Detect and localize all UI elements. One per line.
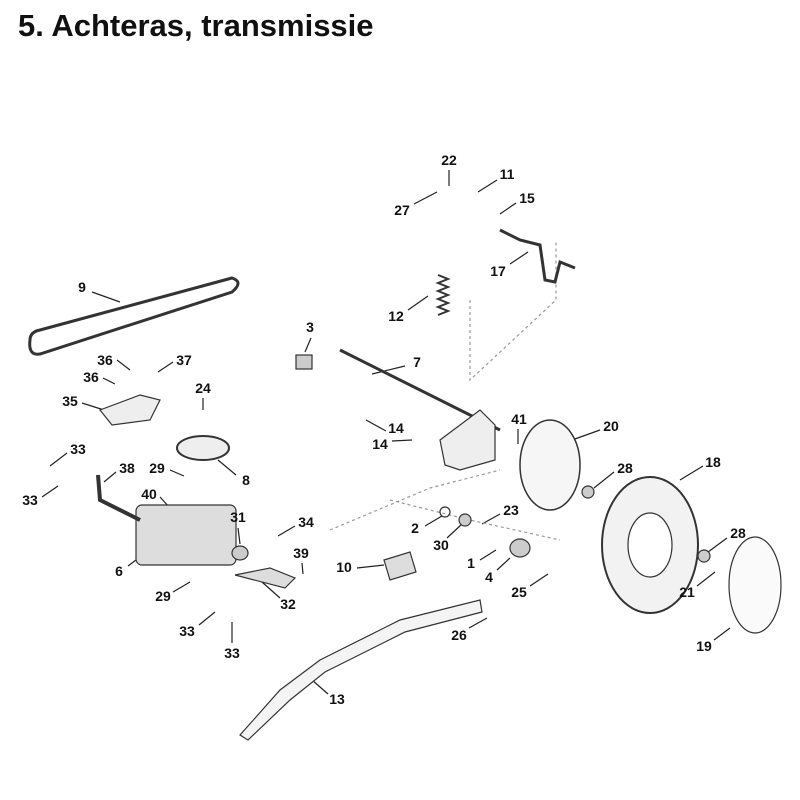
callout-label: 18 bbox=[705, 454, 721, 470]
hub-cap bbox=[728, 536, 782, 634]
callout-label: 34 bbox=[298, 514, 314, 530]
wheel-disc bbox=[519, 419, 581, 511]
callout-label: 33 bbox=[70, 441, 86, 457]
callout-label: 35 bbox=[62, 393, 78, 409]
callout-label: 24 bbox=[195, 380, 211, 396]
callout-label: 12 bbox=[388, 308, 404, 324]
cover-10 bbox=[383, 551, 417, 581]
callout-label: 40 bbox=[141, 486, 157, 502]
assembly-dashed-lines bbox=[329, 240, 561, 541]
callout-label: 36 bbox=[83, 369, 99, 385]
callout-label: 14 bbox=[372, 436, 388, 452]
axle-bracket bbox=[439, 409, 496, 471]
callout-label: 21 bbox=[679, 584, 695, 600]
callout-label: 15 bbox=[519, 190, 535, 206]
callout-label: 14 bbox=[388, 420, 404, 436]
callout-label: 28 bbox=[617, 460, 633, 476]
callout-label: 33 bbox=[224, 645, 240, 661]
callout-label: 41 bbox=[511, 411, 527, 427]
wheel-hub bbox=[627, 512, 673, 578]
leader-lines bbox=[41, 170, 731, 695]
bearing-28b bbox=[697, 549, 711, 563]
callout-label: 4 bbox=[485, 569, 493, 585]
callout-label: 9 bbox=[78, 279, 86, 295]
bearing-31 bbox=[231, 545, 249, 561]
bearing-4 bbox=[509, 538, 531, 558]
callout-label: 30 bbox=[433, 537, 449, 553]
bearing-3 bbox=[295, 354, 313, 370]
callout-label: 11 bbox=[499, 166, 515, 182]
callout-label: 19 bbox=[696, 638, 712, 654]
callout-label: 1 bbox=[467, 555, 475, 571]
callout-label: 32 bbox=[280, 596, 296, 612]
callout-label: 28 bbox=[730, 525, 746, 541]
washer-2 bbox=[439, 506, 451, 518]
callout-label: 26 bbox=[451, 627, 467, 643]
callout-label: 23 bbox=[503, 502, 519, 518]
washer-30 bbox=[458, 513, 472, 527]
callout-label: 27 bbox=[394, 202, 410, 218]
callout-label: 20 bbox=[603, 418, 619, 434]
gearbox bbox=[135, 504, 237, 566]
page-title: 5. Achteras, transmissie bbox=[18, 8, 374, 43]
shift-lever bbox=[96, 474, 141, 522]
callout-label: 3 bbox=[306, 319, 314, 335]
callout-label: 10 bbox=[336, 559, 352, 575]
callout-label: 38 bbox=[119, 460, 135, 476]
drive-handle bbox=[239, 599, 483, 741]
callout-label: 22 bbox=[441, 152, 457, 168]
callout-label: 8 bbox=[242, 472, 250, 488]
callout-label: 7 bbox=[413, 354, 421, 370]
callout-label: 13 bbox=[329, 691, 345, 707]
callout-label: 33 bbox=[22, 492, 38, 508]
callout-label: 29 bbox=[155, 588, 171, 604]
control-rod bbox=[499, 228, 576, 284]
callout-label: 6 bbox=[115, 563, 123, 579]
callout-label: 31 bbox=[230, 509, 246, 525]
callout-label: 36 bbox=[97, 352, 113, 368]
spring bbox=[435, 274, 451, 316]
callout-label: 33 bbox=[179, 623, 195, 639]
callout-label: 29 bbox=[149, 460, 165, 476]
bracket-35 bbox=[99, 394, 161, 426]
callout-label: 39 bbox=[293, 545, 309, 561]
lever-32 bbox=[234, 567, 297, 589]
callout-label: 17 bbox=[490, 263, 506, 279]
pulley bbox=[176, 435, 230, 461]
callout-label: 2 bbox=[411, 520, 419, 536]
drive-belt bbox=[28, 276, 240, 356]
callout-label: 37 bbox=[176, 352, 192, 368]
bearing-28 bbox=[581, 485, 595, 499]
callout-label: 25 bbox=[511, 584, 527, 600]
